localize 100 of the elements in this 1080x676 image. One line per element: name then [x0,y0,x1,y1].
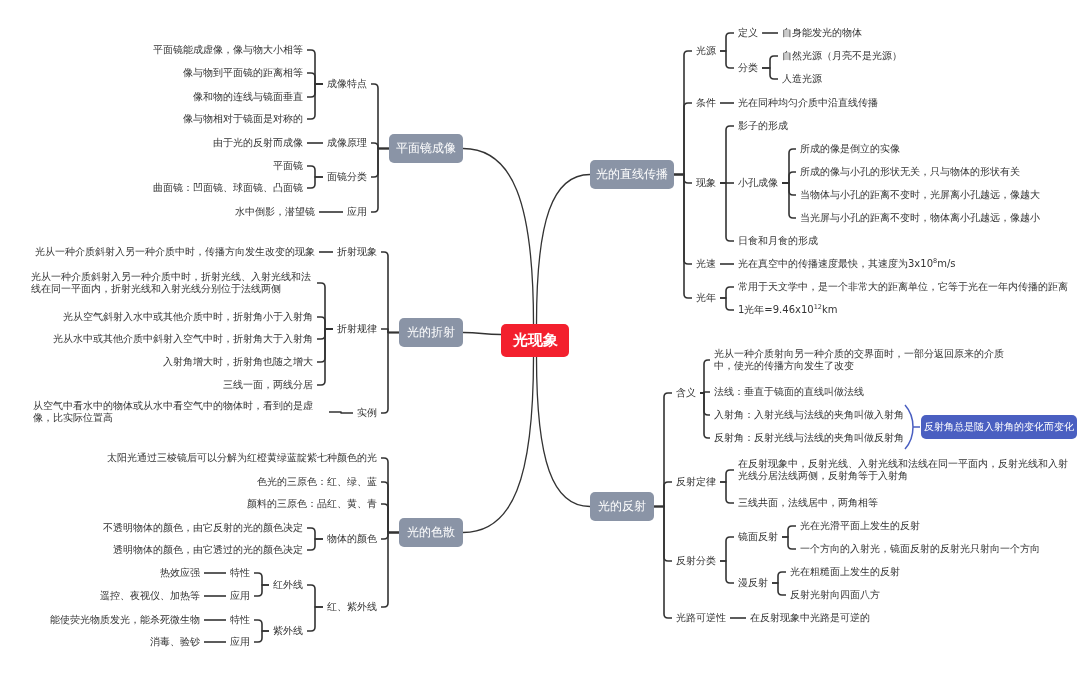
connector-line [719,50,735,69]
detail-text: 光从水中或其他介质中斜射入空气中时，折射角大于入射角 [49,333,317,345]
connector-line [203,595,227,597]
connector-line [719,182,735,242]
branch-curve [535,356,591,508]
connector-line [253,630,270,643]
detail-text: 曲面镜：凹面镜、球面镜、凸面镜 [149,182,307,194]
detail-text: 入射角增大时，折射角也随之增大 [159,356,317,368]
subtopic-label: 镜面反射 [734,531,782,543]
detail-text: 光从一种介质斜射入另一种介质中时，传播方向发生改变的现象 [31,246,319,258]
detail-text: 日食和月食的形成 [734,235,822,247]
subtopic-label: 反射定律 [672,476,720,488]
detail-text: 色光的三原色：红、绿、蓝 [253,476,381,488]
topic-box: 光的折射 [399,318,463,347]
detail-text: 由于光的反射而成像 [209,137,307,149]
detail-text: 像与物相对于镜面是对称的 [179,113,307,125]
branch-curve [462,331,502,336]
connector-line [729,617,747,619]
detail-text: 能使荧光物质发光，能杀死微生物 [46,614,204,626]
subtopic-label: 漫反射 [734,577,772,589]
topic-box: 光的色散 [399,518,463,547]
subtopic-label: 折射规律 [333,323,381,335]
connector-line [203,641,227,643]
detail-text: 反射角：反射光线与法线的夹角叫做反射角 [710,432,908,444]
connector-line [318,251,334,253]
connector-line [203,619,227,621]
topic-box: 平面镜成像 [389,134,463,163]
connector-line [719,297,735,311]
detail-text: 颜料的三原色：品红、黄、青 [243,498,381,510]
topic-box: 光的直线传播 [590,160,674,189]
subtopic-label: 光路可逆性 [672,612,730,624]
subtopic-label: 实例 [353,407,381,419]
detail-text: 当光屏与小孔的距离不变时，物体离小孔越远，像越小 [796,212,1044,224]
subtopic-label: 小孔成像 [734,177,782,189]
topic-box: 光的反射 [590,492,654,521]
detail-text: 平面镜 [269,160,307,172]
detail-text: 像和物的连线与镜面垂直 [189,91,307,103]
subtopic-label: 定义 [734,27,762,39]
detail-text: 当物体与小孔的距离不变时，光屏离小孔越远，像越大 [796,189,1044,201]
connector-line [719,560,735,584]
connector-line [781,182,797,219]
connector-line [761,67,779,80]
connector-line [719,481,735,504]
detail-text: 反射光射向四面八方 [786,589,884,601]
detail-text: 三线共面，法线居中，两角相等 [734,497,882,509]
detail-text: 所成的像与小孔的形状无关，只与物体的形状有关 [796,166,1024,178]
subtopic-label: 面镜分类 [323,171,371,183]
detail-text: 消毒、验钞 [146,636,204,648]
subtopic-label: 光年 [692,292,720,304]
detail-text: 自身能发光的物体 [778,27,866,39]
subtopic-label: 分类 [734,62,762,74]
connector-line [203,572,227,574]
subtopic-label: 紫外线 [269,625,307,637]
subtopic-label: 现象 [692,177,720,189]
detail-text: 从空气中看水中的物体或从水中看空气中的物体时，看到的是虚像，比实际位置高 [29,400,329,424]
detail-text: 热效应强 [156,567,204,579]
subtopic-label: 红外线 [269,579,307,591]
branch-curve [462,147,535,325]
detail-text: 入射角：入射光线与法线的夹角叫做入射角 [710,409,908,421]
subtopic-label: 含义 [672,387,700,399]
detail-text: 所成的像是倒立的实像 [796,143,904,155]
detail-text: 自然光源（月亮不是光源） [778,50,906,62]
detail-text: 透明物体的颜色，由它透过的光的颜色决定 [109,544,307,556]
connector-line [328,411,354,414]
detail-text: 光从一种介质射向另一种介质的交界面时，一部分返回原来的介质中，使光的传播方向发生了改变 [710,348,1020,372]
subtopic-label: 应用 [343,206,371,218]
connector-line [306,142,324,144]
detail-text: 1光年=9.46x10$^{12}$km [734,304,842,316]
connector-line [719,263,735,265]
subtopic-label: 成像特点 [323,78,371,90]
detail-text: 像与物到平面镜的距离相等 [179,67,307,79]
subtopic-label: 红、紫外线 [323,601,381,613]
connector-line [318,211,344,213]
connector-line [781,536,797,550]
subtopic-label: 特性 [226,614,254,626]
summary-box: 反射角总是随入射角的变化而变化 [921,415,1077,439]
subtopic-label: 成像原理 [323,137,371,149]
subtopic-label: 光源 [692,45,720,57]
subtopic-label: 物体的颜色 [323,533,381,545]
detail-text: 一个方向的入射光，镜面反射的反射光只射向一个方向 [796,543,1044,555]
detail-text: 法线：垂直于镜面的直线叫做法线 [710,386,868,398]
detail-text: 太阳光通过三棱镜后可以分解为红橙黄绿蓝靛紫七种颜色的光 [103,452,381,464]
detail-text: 遥控、夜视仪、加热等 [96,590,204,602]
connector-line [761,32,779,34]
detail-text: 光从一种介质斜射入另一种介质中时，折射光线、入射光线和法线在同一平面内，折射光线和入射光线分别位于法线两侧 [27,271,317,295]
detail-text: 在反射现象中光路是可逆的 [746,612,874,624]
subtopic-label: 反射分类 [672,555,720,567]
detail-text: 光从空气斜射入水中或其他介质中时，折射角小于入射角 [59,311,317,323]
subtopic-label: 光速 [692,258,720,270]
connector-line [306,538,324,551]
detail-text: 光在真空中的传播速度最快，其速度为3x10$^{8}$m/s [734,258,960,270]
subtopic-label: 条件 [692,97,720,109]
detail-text: 人造光源 [778,73,826,85]
detail-text: 水中倒影，潜望镜 [231,206,319,218]
subtopic-label: 应用 [226,636,254,648]
detail-text: 光在同种均匀介质中沿直线传播 [734,97,882,109]
subtopic-label: 折射现象 [333,246,381,258]
branch-curve [462,356,535,534]
connector-line [306,176,324,189]
connector-line [719,102,735,104]
